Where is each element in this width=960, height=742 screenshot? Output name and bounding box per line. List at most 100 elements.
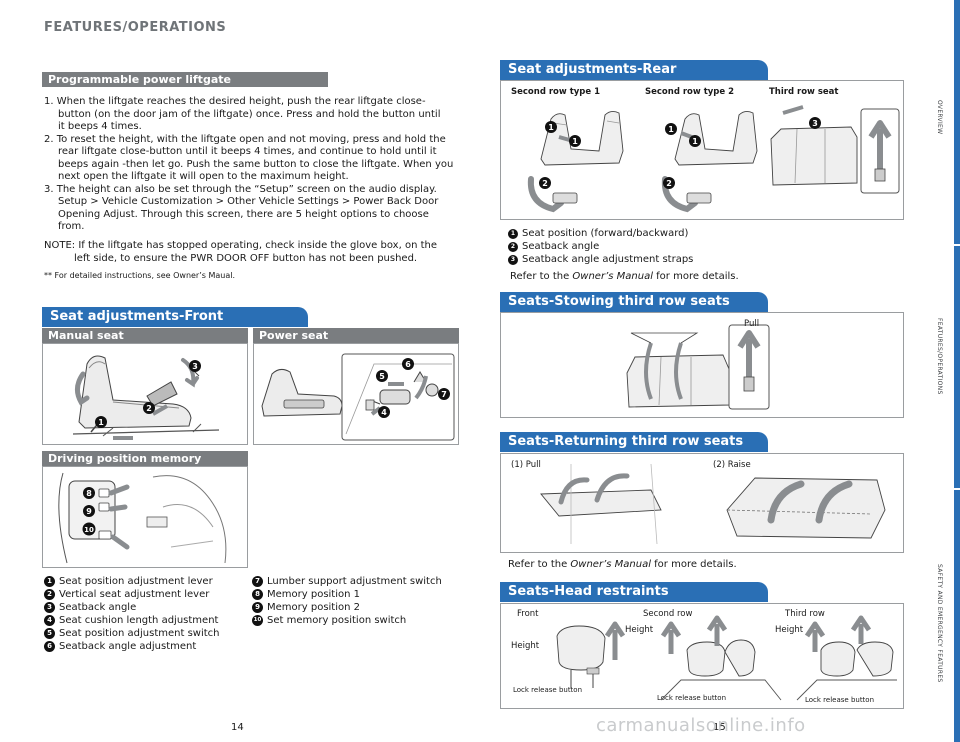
front-section-title: Seat adjustments-Front bbox=[42, 307, 308, 327]
svg-text:1: 1 bbox=[572, 137, 578, 146]
liftgate-footnote: ** For detailed instructions, see Owner’… bbox=[44, 271, 236, 280]
svg-text:2: 2 bbox=[146, 404, 152, 413]
returning-raise-label: (2) Raise bbox=[713, 460, 751, 470]
rear-seats-drawing: 1 1 2 1 1 2 3 bbox=[527, 105, 900, 213]
legend-number: 7 bbox=[252, 576, 263, 587]
note-line: left side, to ensure the PWR DOOR OFF bu… bbox=[74, 252, 418, 264]
badge bbox=[376, 370, 388, 382]
step-line: Opening Adjust. Through this screen, the… bbox=[58, 208, 429, 220]
legend-number: 2 bbox=[508, 241, 518, 252]
rear-seat-illustration: Second row type 1 Second row type 2 Thir… bbox=[500, 80, 904, 220]
step-line: 3. The height can also be set through th… bbox=[44, 183, 437, 195]
head-caption-front: Front bbox=[517, 609, 539, 619]
legend-number: 6 bbox=[44, 641, 55, 652]
legend-item: 3 Seatback angle bbox=[44, 601, 220, 614]
refer-manual: Owner’s Manual bbox=[570, 559, 651, 570]
badge bbox=[689, 135, 701, 147]
legend-text: Seatback angle adjustment straps bbox=[522, 254, 694, 265]
side-label-features[interactable]: FEATURES/OPERATIONS bbox=[936, 318, 943, 395]
svg-text:10: 10 bbox=[84, 526, 94, 534]
legend-number: 3 bbox=[508, 254, 518, 265]
legend-number: 1 bbox=[44, 576, 55, 587]
badge bbox=[809, 117, 821, 129]
side-label-safety[interactable]: SAFETY AND EMERGENCY FEATURES bbox=[936, 564, 943, 683]
rear-refer: Refer to the Owner’s Manual for more det… bbox=[510, 271, 739, 284]
legend-text: Vertical seat adjustment lever bbox=[59, 589, 210, 600]
badge bbox=[663, 177, 675, 189]
rear-caption-2: Second row type 2 bbox=[645, 87, 735, 97]
legend-number: 9 bbox=[252, 602, 263, 613]
legend-text: Seat cushion length adjustment bbox=[59, 615, 219, 626]
legend-item: 1 Seat position adjustment lever bbox=[44, 575, 220, 588]
step-line: rear liftgate close-button until it beep… bbox=[58, 146, 437, 157]
svg-text:3: 3 bbox=[812, 119, 818, 128]
legend-item: 2 Vertical seat adjustment lever bbox=[44, 588, 220, 601]
side-strip-safety[interactable] bbox=[954, 490, 960, 742]
returning-illustration: (1) Pull (2) Raise bbox=[500, 453, 904, 553]
step-line: it beeps 4 times. bbox=[58, 121, 142, 132]
svg-text:1: 1 bbox=[668, 125, 674, 134]
step-line: from. bbox=[58, 221, 85, 232]
legend-item: 6 Seatback angle adjustment bbox=[44, 640, 220, 653]
legend-text: Memory position 2 bbox=[267, 602, 360, 613]
svg-text:3: 3 bbox=[192, 362, 198, 371]
badge bbox=[402, 358, 414, 370]
svg-text:6: 6 bbox=[405, 360, 411, 369]
badge bbox=[378, 406, 390, 418]
page-number-right: 15 bbox=[713, 722, 726, 733]
legend-text: Seatback angle adjustment bbox=[59, 641, 197, 652]
svg-text:5: 5 bbox=[379, 372, 385, 381]
height-label-front: Height bbox=[511, 641, 540, 651]
badge bbox=[438, 388, 450, 400]
step-line: 1. When the liftgate reaches the desired… bbox=[44, 96, 426, 107]
legend-text: Seatback angle bbox=[59, 602, 137, 613]
svg-text:7: 7 bbox=[441, 390, 447, 399]
liftgate-steps: 1. When the liftgate reaches the desired… bbox=[44, 96, 464, 234]
returning-drawing bbox=[540, 463, 886, 545]
legend-number: 4 bbox=[44, 615, 55, 626]
legend-item: 3 Seatback angle adjustment straps bbox=[508, 253, 693, 266]
returning-section-title: Seats-Returning third row seats bbox=[500, 432, 768, 452]
badge bbox=[569, 135, 581, 147]
svg-text:4: 4 bbox=[381, 408, 387, 417]
refer-suffix: for more details. bbox=[652, 271, 739, 282]
returning-pull-label: (1) Pull bbox=[511, 460, 541, 470]
power-seat-label: Power seat bbox=[253, 328, 459, 343]
svg-text:1: 1 bbox=[692, 137, 698, 146]
legend-number: 1 bbox=[508, 228, 518, 239]
liftgate-note: NOTE: If the liftgate has stopped operat… bbox=[44, 240, 464, 265]
memory-illustration: 8 9 10 bbox=[42, 466, 248, 568]
step-line: next open the liftgate it will open to t… bbox=[58, 171, 349, 182]
power-seat-illustration: 5 6 7 4 bbox=[253, 343, 459, 445]
height-label-second: Height bbox=[625, 625, 654, 635]
rear-caption-3: Third row seat bbox=[769, 87, 839, 97]
side-strip-overview[interactable] bbox=[954, 0, 960, 244]
height-label-third: Height bbox=[775, 625, 804, 635]
svg-text:2: 2 bbox=[666, 179, 672, 188]
side-strip-features[interactable] bbox=[954, 246, 960, 488]
legend-text: Seat position adjustment lever bbox=[59, 576, 213, 587]
page-header: FEATURES/OPERATIONS bbox=[44, 20, 227, 35]
note-line: NOTE: If the liftgate has stopped operat… bbox=[44, 240, 437, 251]
legend-text: Lumber support adjustment switch bbox=[267, 576, 442, 587]
head-caption-second: Second row bbox=[643, 609, 693, 619]
legend-item: 7 Lumber support adjustment switch bbox=[252, 575, 442, 588]
badge bbox=[545, 121, 557, 133]
step-line: beeps again -then let go. Push the same … bbox=[58, 158, 454, 170]
badge bbox=[539, 177, 551, 189]
legend-number: 2 bbox=[44, 589, 55, 600]
stowing-drawing bbox=[626, 324, 770, 410]
legend-number: 3 bbox=[44, 602, 55, 613]
svg-text:1: 1 bbox=[98, 418, 104, 427]
front-legend-left: 1 Seat position adjustment lever 2 Vertica… bbox=[44, 575, 220, 653]
step-line: 2. To reset the height, with the liftgat… bbox=[44, 133, 446, 145]
pull-label: Pull bbox=[744, 319, 760, 329]
side-label-overview[interactable]: OVERVIEW bbox=[936, 100, 943, 135]
refer-prefix: Refer to the bbox=[508, 559, 571, 570]
legend-text: Set memory position switch bbox=[267, 615, 407, 626]
